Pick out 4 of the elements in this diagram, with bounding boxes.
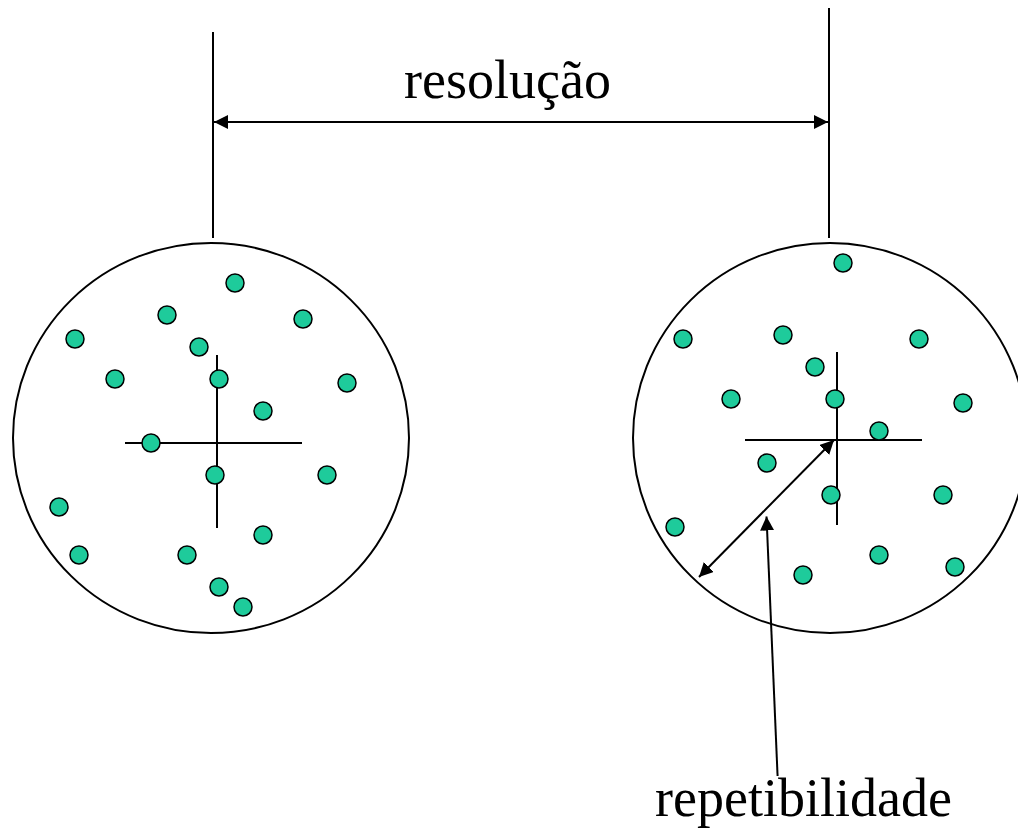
- dimension-label: resolução: [404, 50, 611, 110]
- dimension-line: [698, 439, 835, 578]
- leader-line: [760, 515, 779, 777]
- callout-label: repetibilidade: [655, 768, 952, 828]
